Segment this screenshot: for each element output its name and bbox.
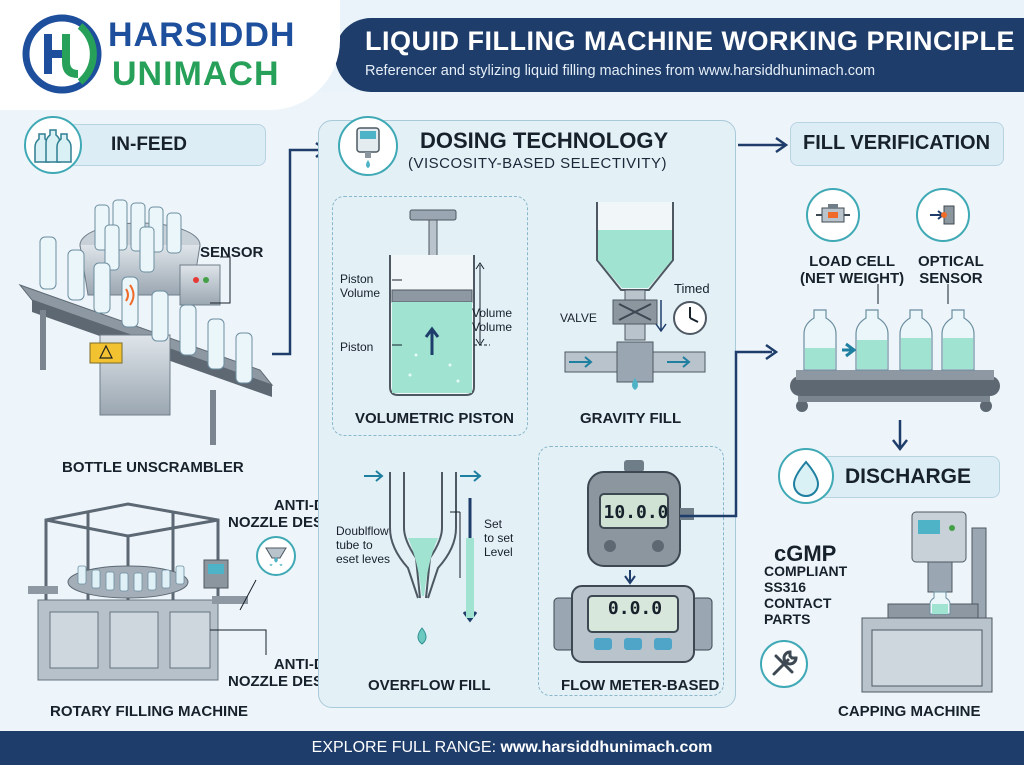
rotary-filling-label: ROTARY FILLING MACHINE: [50, 703, 249, 720]
cgmp-label: cGMP: [774, 541, 837, 566]
load-cell-label: LOAD CELL (NET WEIGHT): [800, 253, 905, 287]
infeed-heading: IN-FEED: [111, 134, 187, 155]
brand-logo-icon: [22, 14, 102, 94]
piston-illustration: [389, 209, 490, 396]
infeed-header: IN-FEED: [58, 124, 266, 166]
meter-drop-icon: [338, 116, 398, 176]
gravity-fill-label: GRAVITY FILL: [580, 410, 682, 427]
timed-annotation: Timed: [674, 281, 710, 296]
title-bar: LIQUID FILLING MACHINE WORKING PRINCIPLE…: [335, 18, 1024, 92]
nozzle-leader-lines: [210, 579, 267, 655]
flow-meter-illustration: [553, 460, 713, 663]
dosing-subheading: (VISCOSITY-BASED SELECTIVITY): [408, 155, 668, 172]
volume-annotation: Volume Volume: [472, 306, 513, 334]
footer-prefix: EXPLORE FULL RANGE:: [311, 739, 501, 756]
dosing-heading: DOSING TECHNOLOGY: [420, 128, 669, 153]
bottle-unscrambler-label: BOTTLE UNSCRAMBLER: [62, 459, 244, 476]
page-subtitle: Referencer and stylizing liquid filling …: [365, 63, 876, 79]
fill-verification-heading: FILL VERIFICATION: [803, 132, 991, 154]
footer-url-link[interactable]: www.harsiddhunimach.com: [500, 739, 713, 756]
compliance-label: COMPLIANT SS316 CONTACT PARTS: [764, 563, 848, 627]
gravity-fill-illustration: [564, 202, 707, 390]
valve-annotation: VALVE: [560, 311, 597, 325]
wrench-icon: [760, 640, 808, 688]
bottles-icon: [24, 116, 82, 174]
flow-arrow-meter: [680, 343, 779, 518]
brand-line1: HARSIDDH: [108, 16, 296, 54]
volumetric-piston-box: [332, 196, 528, 436]
verification-conveyor-illustration: [790, 309, 1000, 412]
capping-machine-illustration: [861, 511, 993, 693]
load-cell-icon: [806, 188, 860, 242]
sensor-label: SENSOR: [200, 244, 264, 261]
brand-line2: UNIMACH: [112, 55, 280, 93]
optical-sensor-icon: [916, 188, 970, 242]
flow-meter-display-bottom: 0.0.0: [607, 598, 663, 619]
rotary-filling-machine-illustration: [28, 502, 248, 681]
flow-meter-label: FLOW METER-BASED: [561, 677, 720, 694]
bottle-unscrambler-illustration: [18, 199, 274, 445]
flow-arrow-discharge: [892, 420, 908, 452]
footer-bar: EXPLORE FULL RANGE: www.harsiddhunimach.…: [0, 731, 1024, 765]
logo-area: HARSIDDH UNIMACH: [0, 0, 340, 110]
piston-volume-annotation: Piston Volume: [340, 272, 381, 300]
set-level-annotation: Set to set Level: [484, 517, 514, 559]
overflow-fill-illustration: [364, 470, 482, 645]
flow-arrow-verification: [738, 136, 789, 154]
optical-sensor-label: OPTICAL SENSOR: [918, 253, 984, 287]
page-title: LIQUID FILLING MACHINE WORKING PRINCIPLE: [365, 26, 1015, 56]
doubleflow-annotation: Doublflow tube to eset leves: [336, 524, 391, 566]
overflow-fill-label: OVERFLOW FILL: [368, 677, 491, 694]
nozzle-icon: [256, 536, 296, 576]
fill-verification-header: FILL VERIFICATION: [790, 122, 1004, 166]
flow-meter-box: [538, 446, 724, 696]
capping-machine-label: CAPPING MACHINE: [838, 703, 981, 720]
volumetric-piston-label: VOLUMETRIC PISTON: [355, 410, 514, 427]
flow-meter-display-top: 10.0.0: [603, 502, 669, 523]
discharge-header: DISCHARGE: [810, 456, 1000, 498]
verification-leader-lines: [877, 284, 949, 304]
discharge-heading: DISCHARGE: [845, 465, 972, 488]
drop-icon: [778, 448, 834, 504]
piston-annotation: Piston: [340, 340, 374, 354]
